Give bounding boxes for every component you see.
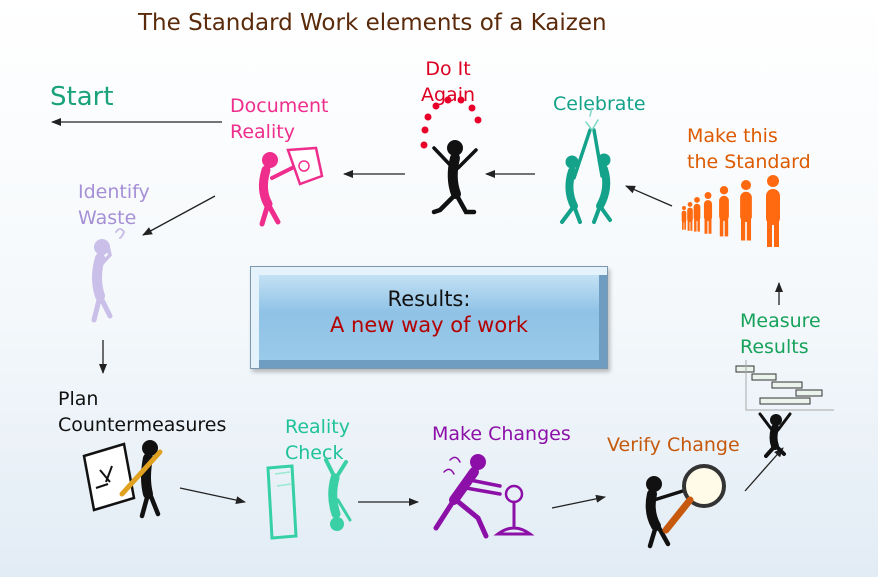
- document-reality-figure: [258, 146, 324, 227]
- make-standard-figure: [681, 175, 780, 247]
- diagram-title: The Standard Work elements of a Kaizen: [138, 10, 607, 36]
- step-make-changes-label: Make Changes: [432, 423, 571, 445]
- results-box: Results: A new way of work: [250, 266, 608, 369]
- make-changes-figure: [433, 454, 535, 539]
- arrow-verify-to-measure: [744, 447, 784, 492]
- step-make-standard-label: Make this the Standard: [687, 125, 811, 173]
- results-line-1: Results:: [387, 287, 471, 311]
- do-it-again-figure: [420, 96, 482, 215]
- verify-change-figure: [645, 464, 726, 549]
- step-verify-change-label: Verify Change: [607, 434, 740, 456]
- arrow-changes-to-verify: [551, 494, 606, 509]
- step-start-label: Start: [50, 82, 114, 112]
- arrow-document-to-waste: [142, 195, 216, 236]
- celebrate-figure: [560, 107, 612, 224]
- results-line-2: A new way of work: [329, 313, 528, 337]
- step-identify-waste-label: Identify Waste: [78, 181, 150, 229]
- arrow-plan-to-check: [179, 487, 246, 505]
- step-measure-results-label: Measure Results: [740, 310, 821, 358]
- identify-waste-figure: [91, 228, 126, 323]
- arrow-standard-to-celebrate: [625, 185, 673, 207]
- step-plan-countermeasures-label: Plan Countermeasures: [58, 388, 227, 436]
- step-reality-check-label: Reality Check: [285, 416, 350, 464]
- step-document-reality-label: Document Reality: [230, 95, 329, 143]
- plan-countermeasures-figure: [82, 440, 163, 519]
- step-celebrate-label: Celebrate: [553, 93, 646, 115]
- measure-results-figure: [735, 360, 834, 458]
- reality-check-figure: [266, 458, 352, 540]
